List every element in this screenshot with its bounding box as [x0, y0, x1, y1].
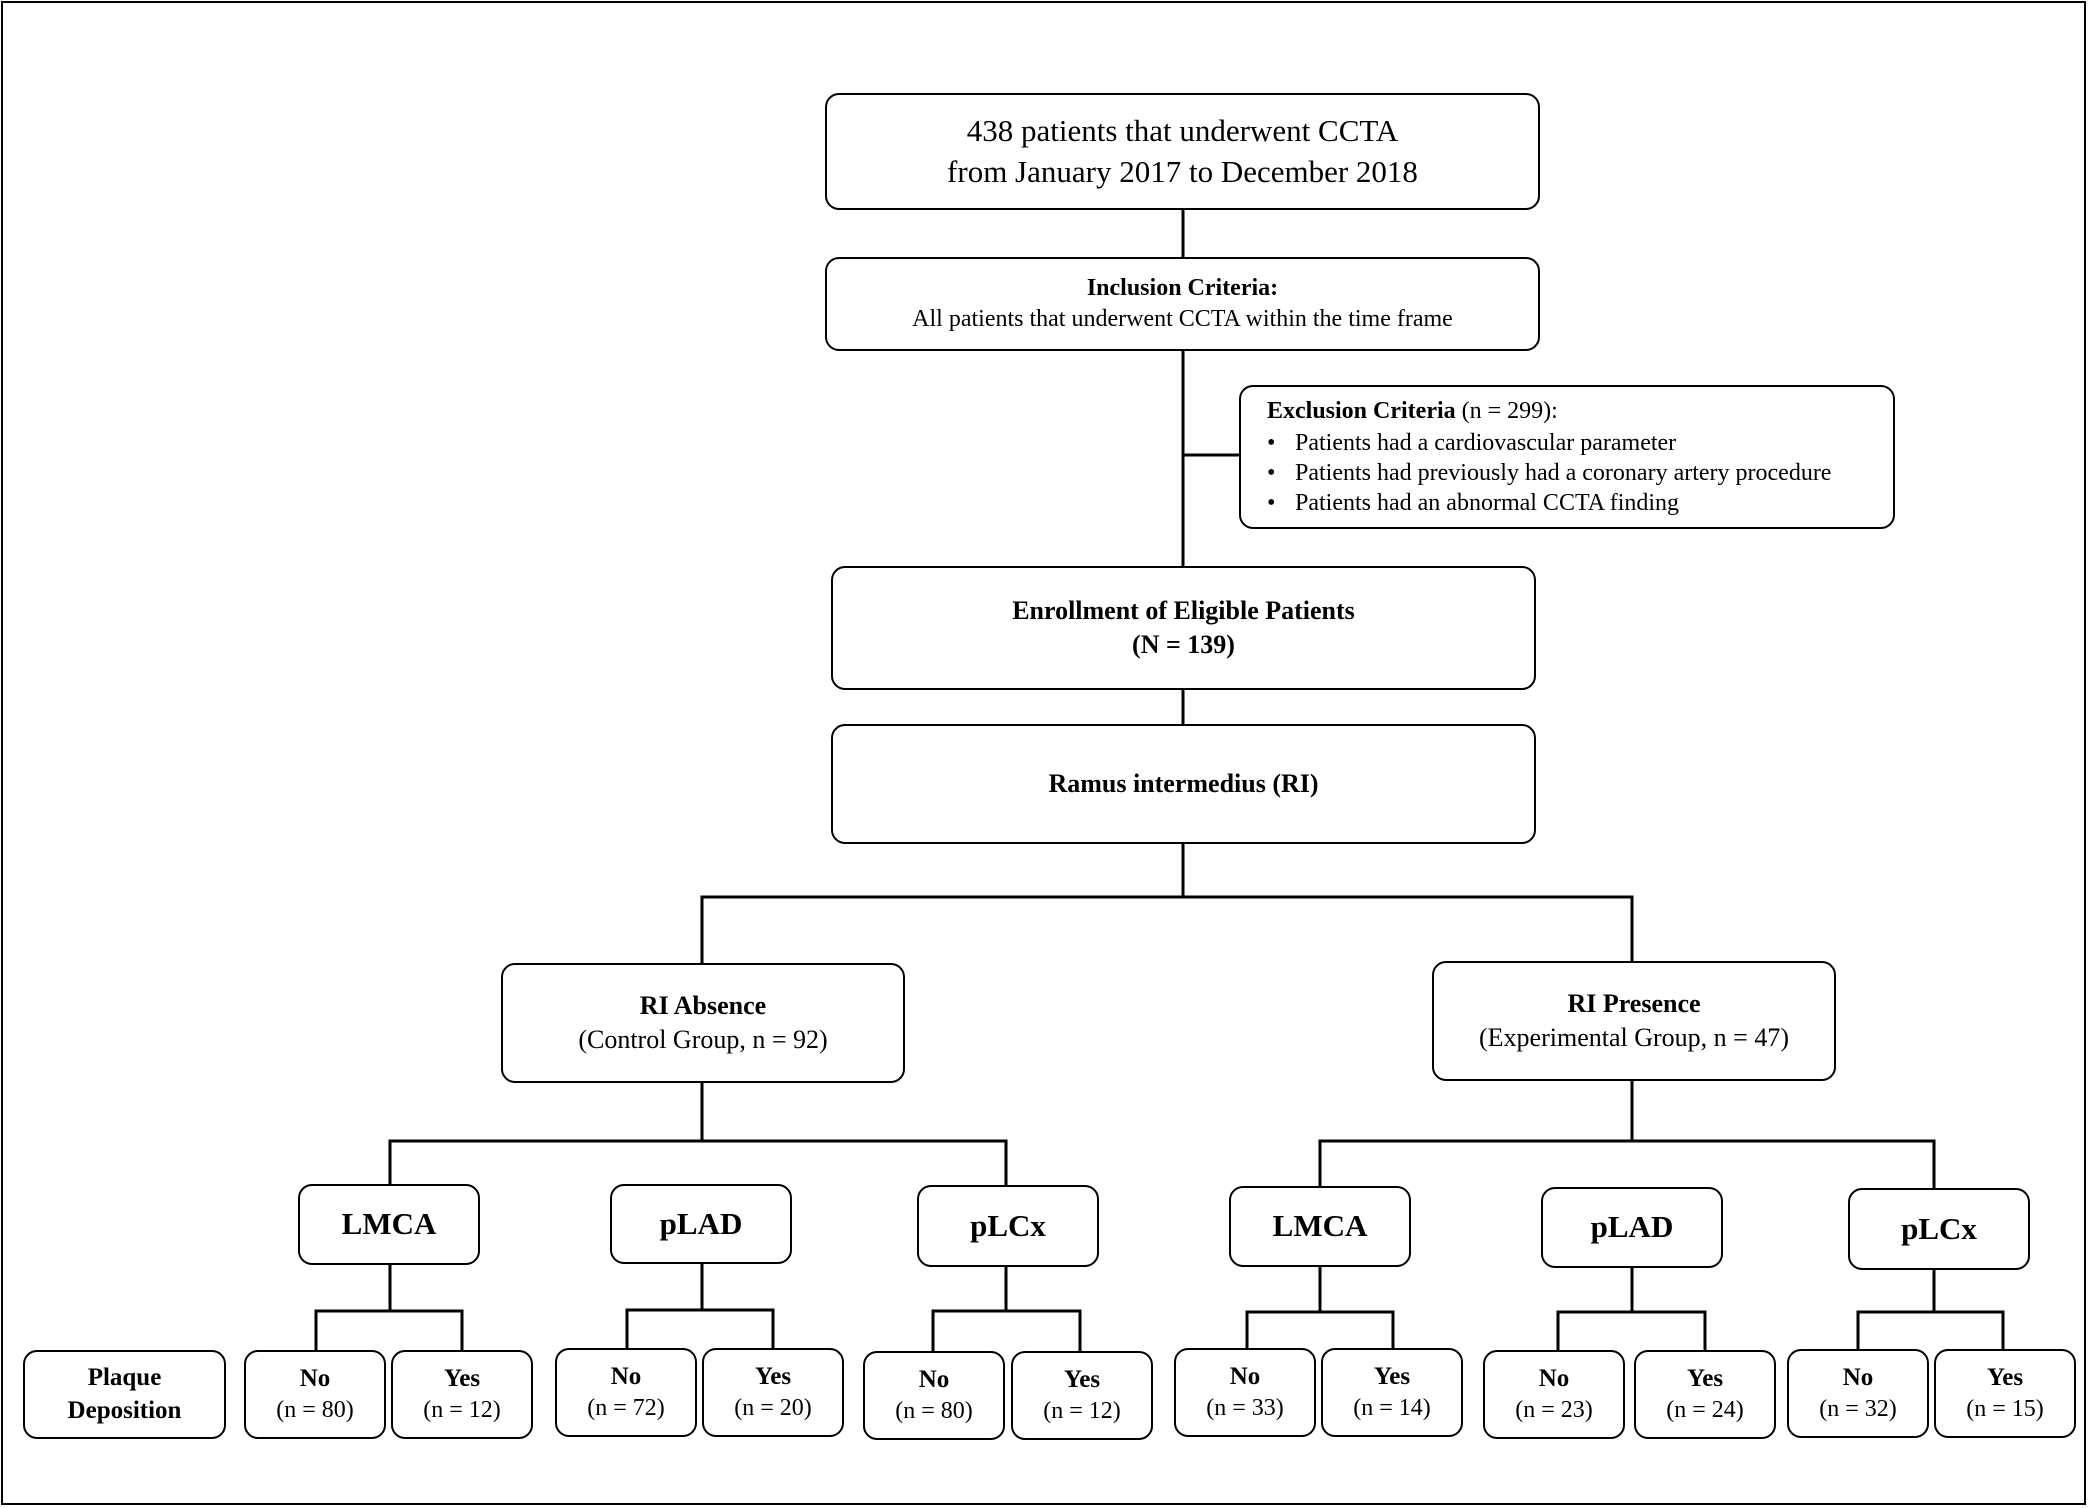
leaf-title: No: [610, 1362, 642, 1390]
control-plad-no: No (n = 72): [555, 1348, 697, 1437]
exclusion-list: Patients had a cardiovascular parameter …: [1267, 428, 1831, 518]
ri-presence-title: RI Presence: [1567, 989, 1701, 1019]
leaf-count: (n = 15): [1966, 1396, 2044, 1423]
leaf-title: No: [299, 1364, 331, 1392]
ri-presence-subtitle: (Experimental Group, n = 47): [1479, 1023, 1789, 1052]
experimental-lmca-no: No (n = 33): [1174, 1348, 1316, 1437]
population-line2: from January 2017 to December 2018: [947, 153, 1418, 189]
leaf-count: (n = 12): [423, 1397, 501, 1424]
control-lmca-label: LMCA: [341, 1206, 437, 1242]
leaf-title: No: [1842, 1363, 1874, 1391]
control-plad-label: pLAD: [659, 1205, 743, 1241]
ri-absence-subtitle: (Control Group, n = 92): [578, 1025, 828, 1054]
experimental-lmca-label: LMCA: [1272, 1208, 1368, 1244]
leaf-title: Yes: [754, 1362, 792, 1390]
ri-presence-box: RI Presence (Experimental Group, n = 47): [1432, 961, 1836, 1081]
experimental-plad-label: pLAD: [1590, 1209, 1674, 1245]
enrollment-title: Enrollment of Eligible Patients: [1012, 596, 1355, 626]
leaf-count: (n = 80): [895, 1398, 973, 1425]
experimental-plad-box: pLAD: [1541, 1187, 1723, 1268]
leaf-count: (n = 20): [734, 1395, 812, 1422]
leaf-count: (n = 12): [1043, 1398, 1121, 1425]
control-plcx-label: pLCx: [970, 1207, 1046, 1243]
leaf-title: No: [918, 1365, 950, 1393]
control-plcx-box: pLCx: [917, 1185, 1099, 1267]
leaf-count: (n = 24): [1666, 1397, 1744, 1424]
exclusion-count: (n = 299):: [1461, 398, 1558, 424]
control-lmca-box: LMCA: [298, 1184, 480, 1265]
leaf-count: (n = 33): [1206, 1395, 1284, 1422]
control-lmca-no: No (n = 80): [244, 1350, 386, 1439]
exclusion-item: Patients had a cardiovascular parameter: [1267, 428, 1831, 458]
leaf-title: No: [1229, 1362, 1261, 1390]
leaf-title: Yes: [443, 1364, 481, 1392]
leaf-title: Yes: [1986, 1363, 2024, 1391]
experimental-plcx-yes: Yes (n = 15): [1934, 1349, 2076, 1438]
experimental-plad-no: No (n = 23): [1483, 1350, 1625, 1439]
inclusion-title: Inclusion Criteria:: [1086, 274, 1279, 301]
control-plad-yes: Yes (n = 20): [702, 1348, 844, 1437]
control-plad-box: pLAD: [610, 1184, 792, 1264]
plaque-deposition-label: Plaque Deposition: [23, 1350, 226, 1439]
experimental-lmca-box: LMCA: [1229, 1186, 1411, 1267]
leaf-count: (n = 32): [1819, 1396, 1897, 1423]
plaque-label-line2: Deposition: [67, 1396, 182, 1424]
control-lmca-yes: Yes (n = 12): [391, 1350, 533, 1439]
exclusion-title: Exclusion Criteria: [1267, 398, 1456, 424]
leaf-count: (n = 72): [587, 1395, 665, 1422]
leaf-title: No: [1538, 1364, 1570, 1392]
leaf-count: (n = 80): [276, 1397, 354, 1424]
leaf-count: (n = 23): [1515, 1397, 1593, 1424]
ri-absence-title: RI Absence: [639, 991, 767, 1021]
leaf-title: Yes: [1373, 1362, 1411, 1390]
connector-split-groups: [700, 895, 1634, 963]
experimental-plcx-label: pLCx: [1901, 1210, 1977, 1246]
exclusion-box: Exclusion Criteria (n = 299): Patients h…: [1239, 385, 1895, 529]
leaf-title: Yes: [1063, 1365, 1101, 1393]
ramus-title: Ramus intermedius (RI): [1048, 769, 1319, 799]
experimental-lmca-yes: Yes (n = 14): [1321, 1348, 1463, 1437]
experimental-plad-yes: Yes (n = 24): [1634, 1350, 1776, 1439]
exclusion-item: Patients had previously had a coronary a…: [1267, 458, 1831, 488]
exclusion-item: Patients had an abnormal CCTA finding: [1267, 488, 1831, 518]
leaf-count: (n = 14): [1353, 1395, 1431, 1422]
control-plcx-no: No (n = 80): [863, 1351, 1005, 1440]
inclusion-text: All patients that underwent CCTA within …: [912, 306, 1453, 332]
enrollment-box: Enrollment of Eligible Patients (N = 139…: [831, 566, 1536, 690]
population-line1: 438 patients that underwent CCTA: [966, 113, 1399, 149]
inclusion-box: Inclusion Criteria: All patients that un…: [825, 257, 1540, 351]
experimental-plcx-no: No (n = 32): [1787, 1349, 1929, 1438]
population-box: 438 patients that underwent CCTA from Ja…: [825, 93, 1540, 210]
ri-absence-box: RI Absence (Control Group, n = 92): [501, 963, 905, 1083]
control-plcx-yes: Yes (n = 12): [1011, 1351, 1153, 1440]
ramus-box: Ramus intermedius (RI): [831, 724, 1536, 844]
plaque-label-line1: Plaque: [87, 1364, 162, 1391]
enrollment-count: (N = 139): [1132, 630, 1235, 659]
leaf-title: Yes: [1686, 1364, 1724, 1392]
experimental-plcx-box: pLCx: [1848, 1188, 2030, 1270]
